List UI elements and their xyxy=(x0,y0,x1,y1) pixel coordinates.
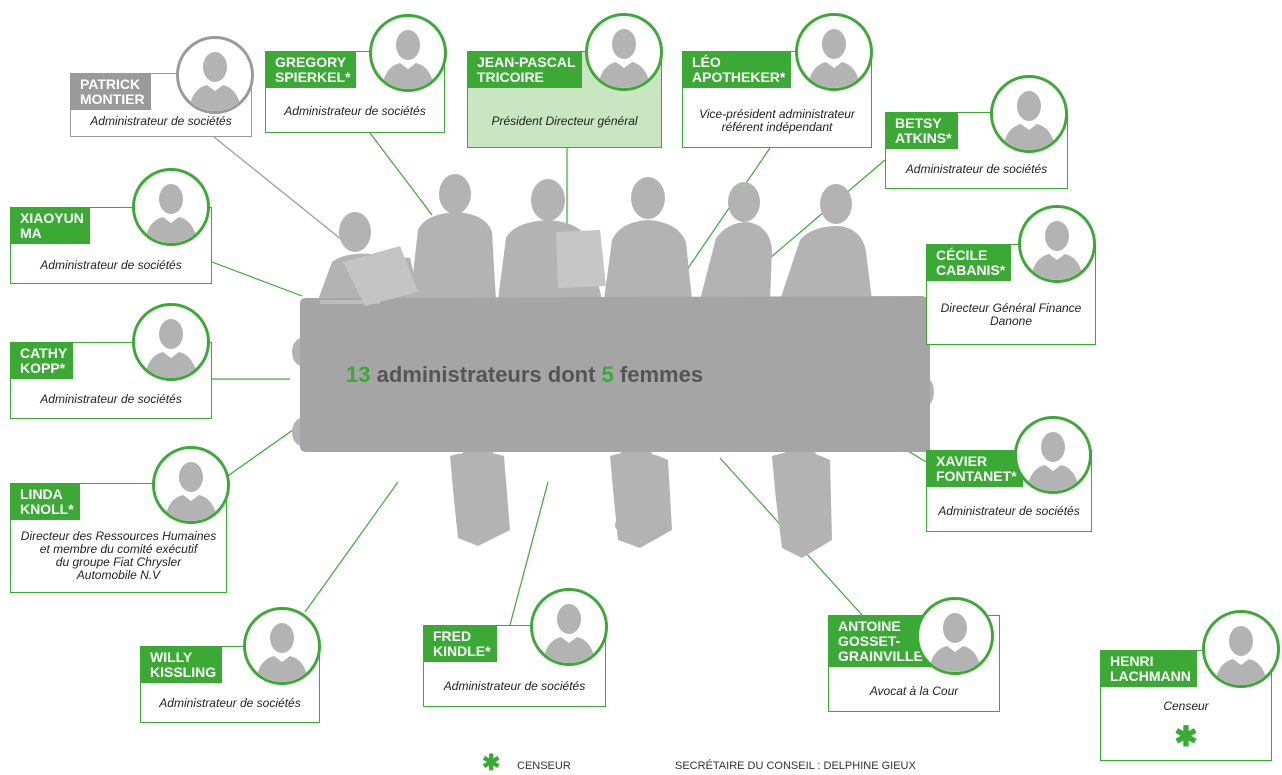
secretary-label: SECRÉTAIRE DU CONSEIL : DELPHINE GIEUX xyxy=(675,760,916,772)
member-name: BETSY ATKINS* xyxy=(885,112,958,149)
silhouette-person xyxy=(610,446,672,548)
person-icon xyxy=(1031,221,1083,280)
card-cathy-kopp: CATHY KOPP* Administrateur de sociétés xyxy=(10,342,212,419)
member-role: Directeur des Ressources Humaines et mem… xyxy=(20,529,217,582)
person-icon xyxy=(145,184,197,243)
connector-kindle xyxy=(509,481,549,626)
member-name: JEAN-PASCAL TRICOIRE xyxy=(467,51,582,88)
card-willy-kissling: WILLY KISSLING Administrateur de société… xyxy=(140,646,320,723)
connector-spierkel xyxy=(369,132,433,216)
avatar-cathy-kopp xyxy=(132,303,210,381)
avatar-cecile-cabanis xyxy=(1018,205,1096,283)
member-role: Administrateur de sociétés xyxy=(905,161,1048,176)
table-shape xyxy=(300,296,930,452)
member-role: Administrateur de sociétés xyxy=(90,113,232,128)
member-name: XAVIER FONTANET* xyxy=(926,450,1023,487)
member-role: Président Directeur général xyxy=(491,113,638,128)
member-role: Administrateur de sociétés xyxy=(443,678,586,693)
documents xyxy=(343,230,606,306)
avatar-henri-lachmann xyxy=(1202,610,1280,688)
headline-mid: administrateurs dont xyxy=(376,362,596,387)
member-role: Administrateur de sociétés xyxy=(284,103,426,118)
person-icon xyxy=(382,30,434,89)
person-icon xyxy=(1003,91,1055,150)
person-icon xyxy=(1027,432,1079,491)
person-icon xyxy=(808,29,860,88)
silhouette-person xyxy=(410,174,496,300)
member-name: XIAOYUN MA xyxy=(10,207,90,244)
person-icon xyxy=(165,462,217,521)
member-name: LÉO APOTHEKER* xyxy=(682,51,792,88)
member-role: Directeur Général Finance Danone xyxy=(940,301,1082,328)
member-name: PATRICK MONTIER xyxy=(70,73,151,110)
member-name: WILLY KISSLING xyxy=(140,646,223,683)
person-icon xyxy=(543,604,595,663)
avatar-leo-apotheker xyxy=(795,13,873,91)
connector-ma xyxy=(211,261,303,297)
headline-count: 13 xyxy=(346,362,371,387)
person-icon xyxy=(929,613,981,672)
headline: 13 administrateurs dont 5 femmes xyxy=(346,362,703,388)
member-role: Administrateur de sociétés xyxy=(40,257,182,272)
member-role: Administrateur de sociétés xyxy=(40,391,182,406)
person-icon xyxy=(1215,626,1267,685)
legend-censeur-label: CENSEUR xyxy=(517,760,571,772)
silhouette-person xyxy=(450,446,510,546)
member-role: Administrateur de sociétés xyxy=(938,503,1080,518)
card-leo-apotheker: LÉO APOTHEKER* Vice-président administra… xyxy=(682,51,872,148)
connector-kissling xyxy=(304,481,399,613)
member-name: FRED KINDLE* xyxy=(423,625,497,662)
headline-end: femmes xyxy=(619,362,704,387)
silhouette-person xyxy=(772,446,832,558)
card-fred-kindle: FRED KINDLE* Administrateur de sociétés xyxy=(423,625,606,707)
person-icon xyxy=(256,623,308,682)
avatar-jean-pascal-tricoire xyxy=(585,13,663,91)
censeur-star-icon: ✱ xyxy=(1174,721,1198,752)
silhouette-person xyxy=(780,184,872,300)
member-name: GREGORY SPIERKEL* xyxy=(265,51,357,88)
card-antoine-gosset-grainville: ANTOINE GOSSET- GRAINVILLE* Avocat à la … xyxy=(828,615,1000,712)
legend-star-icon: ✱ xyxy=(482,750,501,775)
member-role: Censeur xyxy=(1163,699,1209,713)
connector-apotheker xyxy=(679,147,771,281)
avatar-linda-knoll xyxy=(152,446,230,524)
avatar-xiaoyun-ma xyxy=(132,168,210,246)
person-icon xyxy=(189,52,241,111)
avatar-betsy-atkins xyxy=(990,75,1068,153)
member-name: ANTOINE GOSSET- GRAINVILLE* xyxy=(828,615,935,667)
person-icon xyxy=(598,29,650,88)
member-name: CÉCILE CABANIS* xyxy=(926,244,1012,281)
member-role: Vice-président administrateur référent i… xyxy=(699,107,855,134)
avatar-patrick-montier xyxy=(176,36,254,114)
member-name: HENRI LACHMANN xyxy=(1100,650,1197,687)
card-xiaoyun-ma: XIAOYUN MA Administrateur de sociétés xyxy=(10,207,212,284)
headline-women: 5 xyxy=(601,362,614,387)
member-name: LINDA KNOLL* xyxy=(10,483,80,520)
member-role: Administrateur de sociétés xyxy=(159,695,301,710)
member-name: CATHY KOPP* xyxy=(10,342,74,379)
silhouette-person xyxy=(700,182,772,300)
avatar-gregory-spierkel xyxy=(369,14,447,92)
person-icon xyxy=(145,319,197,378)
connector-montier xyxy=(213,136,353,249)
avatar-xavier-fontanet xyxy=(1014,416,1092,494)
avatar-willy-kissling xyxy=(243,607,321,685)
card-linda-knoll: LINDA KNOLL* Directeur des Ressources Hu… xyxy=(10,483,227,593)
silhouette-person xyxy=(604,177,692,300)
card-xavier-fontanet: XAVIER FONTANET* Administrateur de socié… xyxy=(926,450,1092,532)
member-role: Avocat à la Cour xyxy=(869,683,959,698)
avatar-fred-kindle xyxy=(530,588,608,666)
avatar-antoine-gosset-grainville xyxy=(916,597,994,675)
